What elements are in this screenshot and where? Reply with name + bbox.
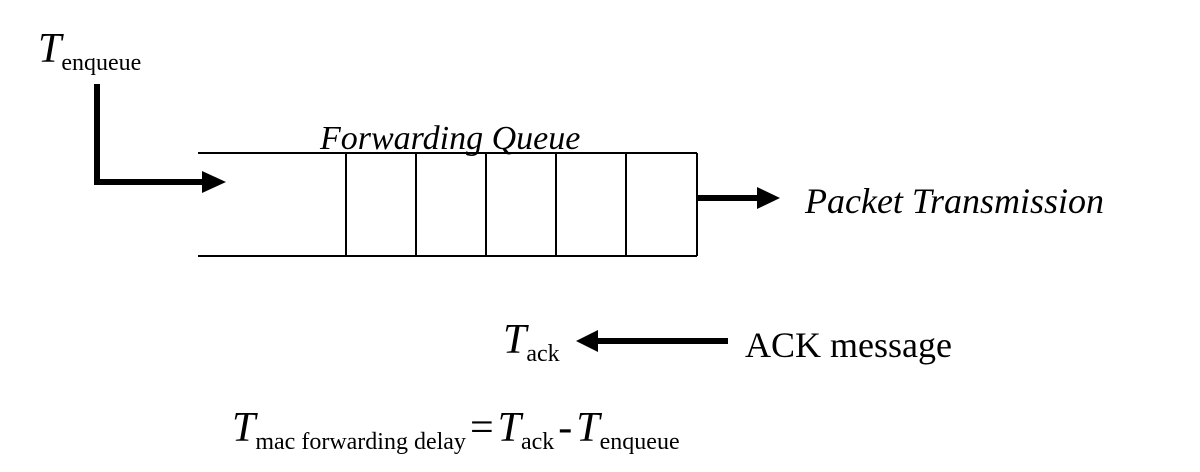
t-ack-symbol: T [503, 317, 527, 363]
formula-term1-symbol: T [497, 405, 521, 451]
ack-message-label: ACK message [745, 325, 952, 365]
t-ack-label: Tack [503, 317, 560, 366]
forwarding-queue [198, 152, 698, 257]
t-enqueue-symbol: T [38, 26, 62, 72]
packet-transmission-label: Packet Transmission [805, 181, 1105, 221]
transmission-arrowhead [757, 187, 780, 209]
t-enqueue-label: Tenqueue [38, 26, 141, 75]
formula-equals: = [469, 405, 494, 451]
queue-title: Forwarding Queue [320, 120, 581, 157]
formula-lhs-symbol: T [232, 405, 256, 451]
formula-minus: - [558, 405, 573, 451]
enqueue-arrowhead [202, 171, 226, 193]
formula-lhs-subscript: mac forwarding delay [255, 429, 466, 455]
t-ack-subscript: ack [526, 341, 560, 367]
formula-term1-subscript: ack [520, 429, 555, 455]
t-enqueue-subscript: enqueue [61, 50, 142, 76]
transmission-arrow [697, 187, 780, 209]
enqueue-arrow [94, 84, 226, 193]
formula-term2-subscript: enqueue [599, 429, 680, 455]
ack-arrowhead [576, 330, 598, 352]
formula-term2-symbol: T [576, 405, 600, 451]
ack-arrow [576, 330, 728, 352]
delay-formula: Tmac forwarding delay = Tack - Tenqueue [232, 405, 680, 454]
